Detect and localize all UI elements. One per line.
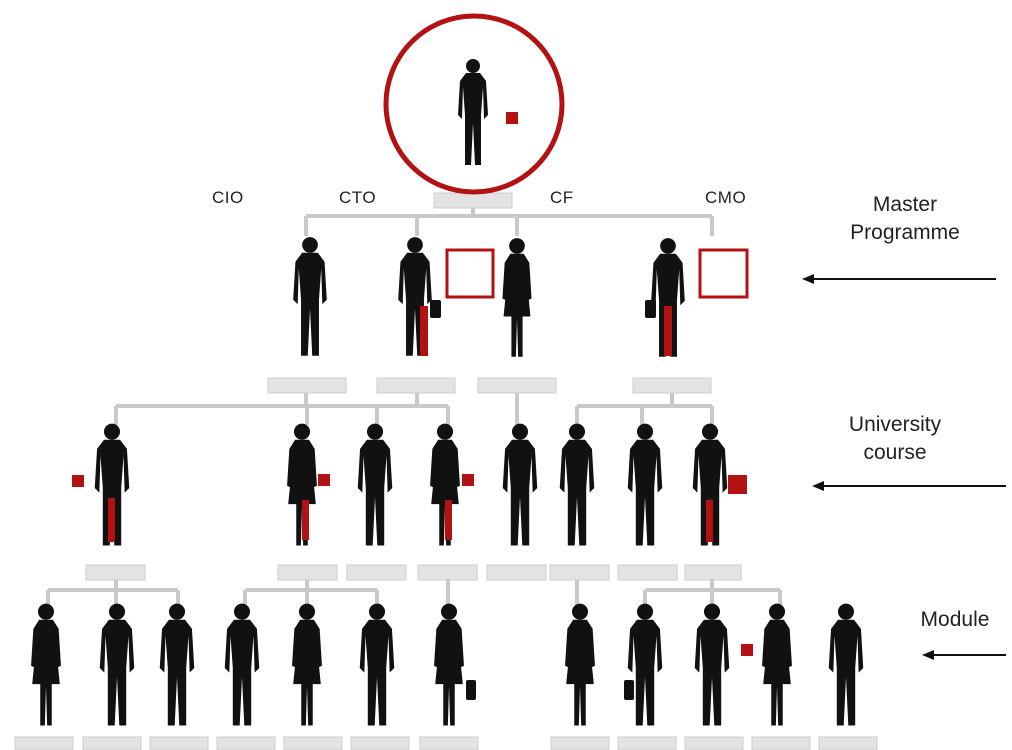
red-bar-marker	[108, 498, 115, 542]
person-icon	[762, 603, 792, 726]
name-box	[549, 564, 610, 581]
red-bar-marker	[664, 306, 672, 356]
person-icon	[31, 603, 61, 726]
cio-person-icon	[293, 237, 327, 356]
name-box	[267, 377, 347, 394]
module-label: Module	[920, 608, 990, 631]
highlight-circle	[383, 13, 565, 195]
briefcase-icon	[430, 300, 441, 318]
name-box	[486, 564, 547, 581]
person-icon	[357, 423, 393, 546]
level-arrows	[802, 274, 1006, 660]
red-square-marker	[318, 474, 330, 486]
cf-label: CF	[550, 188, 574, 207]
arrow-left-icon	[922, 650, 1006, 660]
name-box	[550, 736, 610, 750]
cmo-label: CMO	[705, 188, 747, 207]
master-programme-label: Master Programme	[850, 193, 960, 244]
name-box	[818, 736, 878, 750]
name-box	[684, 736, 744, 750]
person-icon	[627, 423, 663, 546]
person-icon	[694, 603, 730, 726]
briefcase-icon	[645, 300, 656, 318]
red-square-marker	[506, 112, 518, 124]
name-boxes	[14, 192, 878, 750]
person-icon	[159, 603, 195, 726]
name-box	[419, 736, 479, 750]
name-box	[85, 564, 146, 581]
red-square-marker	[72, 475, 84, 487]
person-icon	[828, 603, 864, 726]
name-box	[277, 564, 338, 581]
red-bar-marker	[302, 500, 309, 540]
briefcase-icon	[624, 680, 634, 700]
name-box	[82, 736, 142, 750]
arrow-left-icon	[802, 274, 996, 284]
red-outline-square	[698, 248, 749, 299]
name-box	[350, 736, 410, 750]
person-icon	[434, 603, 464, 726]
name-box	[433, 192, 513, 209]
university-course-label: University course	[848, 413, 942, 464]
name-box	[14, 736, 74, 750]
person-icon	[559, 423, 595, 546]
person-icon	[359, 603, 395, 726]
red-square-marker	[728, 475, 747, 494]
name-box	[617, 736, 677, 750]
red-bar-marker	[706, 500, 713, 542]
red-square-marker	[462, 474, 474, 486]
person-icon	[292, 603, 322, 726]
red-bar-marker	[445, 500, 452, 540]
person-icon	[502, 423, 538, 546]
name-box	[417, 564, 478, 581]
name-box	[149, 736, 209, 750]
people-silhouettes	[31, 59, 864, 726]
red-bar-marker	[420, 306, 428, 356]
name-box	[477, 377, 557, 394]
name-box	[283, 736, 343, 750]
name-box	[376, 377, 456, 394]
name-box	[346, 564, 407, 581]
person-icon	[224, 603, 260, 726]
person-icon	[99, 603, 135, 726]
arrow-left-icon	[812, 481, 1006, 491]
name-box	[751, 736, 811, 750]
name-box	[632, 377, 712, 394]
person-icon	[627, 603, 663, 726]
red-square-marker	[741, 644, 753, 656]
cf-person-icon	[502, 238, 532, 357]
ceo-person-icon	[458, 59, 488, 165]
name-box	[216, 736, 276, 750]
name-box	[617, 564, 678, 581]
cio-label: CIO	[212, 188, 244, 207]
person-icon	[565, 603, 595, 726]
briefcase-icon	[466, 680, 476, 700]
red-outline-square	[445, 248, 495, 299]
name-box	[684, 564, 742, 581]
highlight-markers	[72, 13, 753, 656]
cto-label: CTO	[339, 188, 377, 207]
